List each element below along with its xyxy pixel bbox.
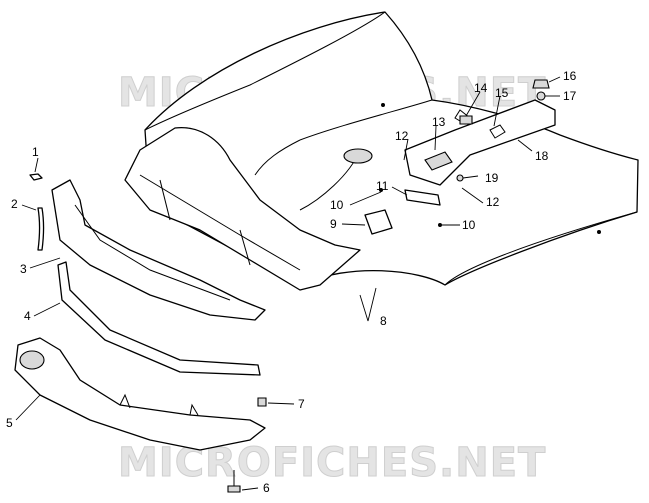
callout-13: 13: [432, 115, 446, 129]
lower-pan: [14, 337, 266, 451]
callout-3: 3: [20, 262, 27, 276]
callout-1: 1: [32, 145, 39, 159]
front-frame: [124, 126, 361, 291]
callout-6: 6: [263, 481, 270, 495]
callout-5: 5: [6, 416, 13, 430]
upper-bumper: [51, 179, 266, 321]
callout-8: 8: [380, 314, 387, 328]
callout-11: 11: [376, 179, 389, 193]
callout-10-right: 10: [462, 218, 476, 232]
callout-19: 19: [485, 171, 499, 185]
callout-9: 9: [330, 217, 337, 231]
callout-17: 17: [563, 89, 577, 103]
middle-bumper-strip: [57, 261, 261, 376]
callout-2: 2: [11, 197, 18, 211]
callout-10-left: 10: [330, 198, 344, 212]
callout-4: 4: [24, 309, 31, 323]
callout-12-upper: 12: [395, 129, 409, 143]
callout-7: 7: [298, 397, 305, 411]
callout-14: 14: [474, 81, 488, 95]
callout-15: 15: [495, 86, 509, 100]
callout-16: 16: [563, 69, 577, 83]
callout-12-lower: 12: [486, 195, 500, 209]
callout-18: 18: [535, 149, 549, 163]
